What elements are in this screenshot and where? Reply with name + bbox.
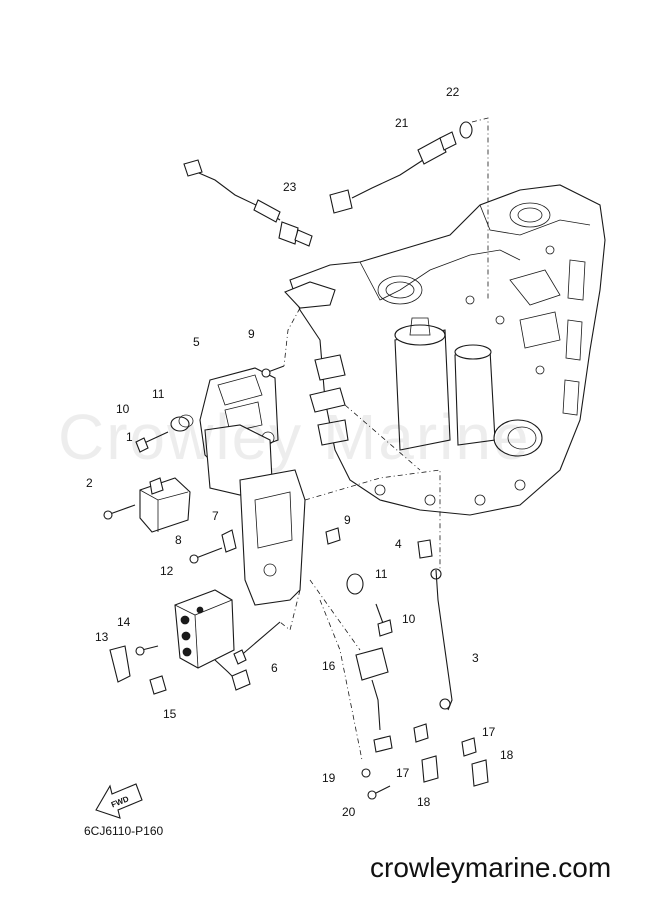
- hardware: [103, 365, 489, 800]
- callout-9b: 9: [344, 513, 351, 527]
- callout-22: 22: [446, 85, 460, 99]
- callout-19: 19: [322, 771, 336, 785]
- cdi-unit-12: [174, 589, 251, 691]
- leader-lines: [279, 307, 441, 761]
- callout-10b: 10: [402, 612, 416, 626]
- sensor-21: [329, 117, 489, 300]
- callout-2: 2: [86, 476, 93, 490]
- callout-16: 16: [322, 659, 336, 673]
- callout-4: 4: [395, 537, 402, 551]
- callout-1: 1: [126, 430, 133, 444]
- callout-8: 8: [175, 533, 182, 547]
- fwd-arrow-icon: FWD: [95, 783, 143, 819]
- bracket-6: [233, 469, 306, 665]
- callout-11b: 11: [375, 567, 388, 581]
- rectifier-1: [139, 477, 191, 533]
- callout-18a: 18: [417, 795, 431, 809]
- callout-7: 7: [212, 509, 219, 523]
- callout-18b: 18: [500, 748, 514, 762]
- callout-5: 5: [193, 335, 200, 349]
- callout-9a: 9: [248, 327, 255, 341]
- callout-12: 12: [160, 564, 174, 578]
- callout-labels: 1 2 3 4 5 6 7 8 9 9 10 10 11 11 12 13 14…: [86, 85, 514, 819]
- watermark: Crowley Marine: [58, 401, 531, 473]
- website-url[interactable]: crowleymarine.com: [370, 852, 612, 883]
- callout-21: 21: [395, 116, 409, 130]
- callout-14: 14: [117, 615, 131, 629]
- callout-15: 15: [163, 707, 177, 721]
- callout-20: 20: [342, 805, 356, 819]
- callout-13: 13: [95, 630, 109, 644]
- part-code: 6CJ6110-P160: [84, 824, 164, 838]
- callout-23: 23: [283, 180, 297, 194]
- sensor-23: [183, 159, 313, 247]
- engine-block: [284, 184, 606, 516]
- callout-3: 3: [472, 651, 479, 665]
- callout-17a: 17: [396, 766, 410, 780]
- callout-11a: 11: [152, 387, 165, 401]
- o-ring-22: [459, 121, 473, 139]
- callout-6: 6: [271, 661, 278, 675]
- callout-10a: 10: [116, 402, 130, 416]
- callout-17b: 17: [482, 725, 496, 739]
